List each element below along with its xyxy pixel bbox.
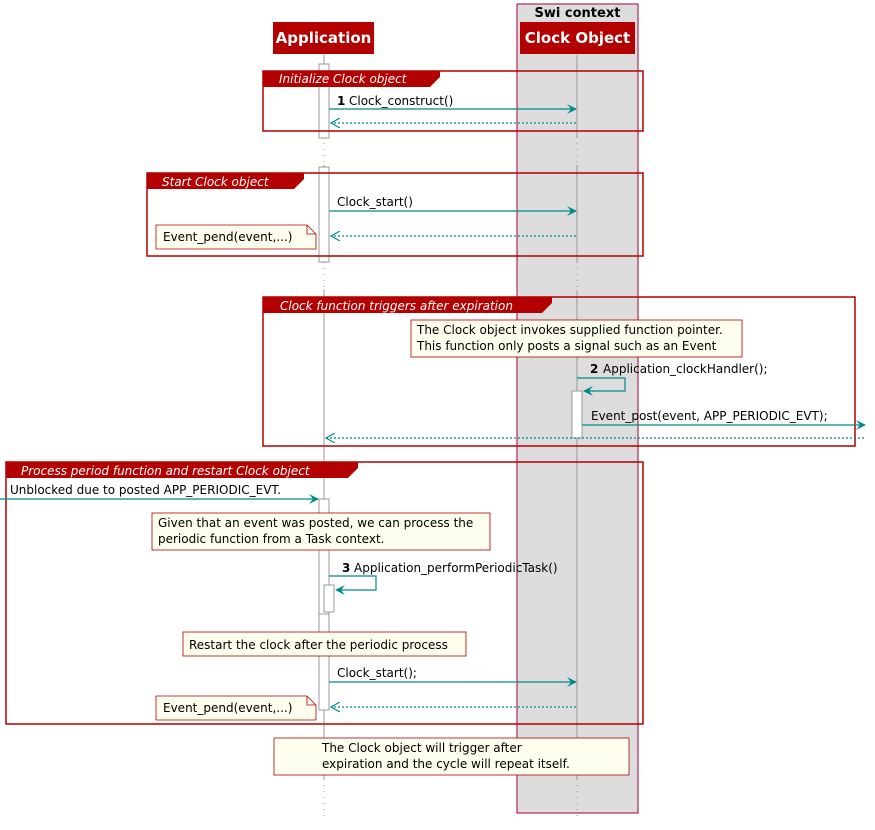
- activation-app-4: [318, 613, 330, 711]
- message-clock-construct: 1 Clock_construct(): [329, 94, 577, 114]
- svg-text:Clock Object: Clock Object: [525, 29, 630, 47]
- activation-clock: [571, 390, 583, 439]
- fragment-start-title: Start Clock object: [162, 175, 270, 189]
- svg-text:Restart the clock after the pe: Restart the clock after the periodic pro…: [189, 638, 448, 652]
- svg-text:expiration and the cycle will: expiration and the cycle will repeat its…: [322, 757, 570, 771]
- svg-text:The Clock object invokes suppl: The Clock object invokes supplied functi…: [416, 323, 723, 337]
- svg-text:Application_clockHandler();: Application_clockHandler();: [603, 362, 768, 376]
- svg-text:periodic function from a Task: periodic function from a Task context.: [158, 532, 384, 546]
- participant-clock-object: Clock Object: [520, 22, 635, 54]
- svg-text:Event_pend(event,...): Event_pend(event,...): [163, 230, 292, 244]
- activation-app-2: [318, 166, 330, 263]
- fragment-start: Start Clock object: [146, 172, 644, 257]
- note-event-pend-1: Event_pend(event,...): [155, 224, 317, 250]
- svg-text:The Clock object will trigger: The Clock object will trigger after: [321, 741, 522, 755]
- svg-text:2: 2: [590, 362, 598, 376]
- note-event-pend-2: Event_pend(event,...): [155, 695, 317, 721]
- fragment-initialize: Initialize Clock object: [262, 70, 644, 132]
- svg-text:Given that an event was posted: Given that an event was posted, we can p…: [158, 516, 473, 530]
- fragment-triggers-title: Clock function triggers after expiration: [280, 299, 513, 313]
- activation-app-nested: [323, 584, 335, 613]
- note-invokes: The Clock object invokes supplied functi…: [410, 319, 743, 358]
- note-given: Given that an event was posted, we can p…: [151, 512, 491, 551]
- participant-application: Application: [273, 22, 374, 54]
- fragment-triggers: Clock function triggers after expiration: [262, 296, 856, 447]
- svg-text:Application_performPeriodicTas: Application_performPeriodicTask(): [354, 561, 558, 575]
- svg-text:Unblocked due to posted APP_PE: Unblocked due to posted APP_PERIODIC_EVT…: [10, 483, 281, 497]
- svg-text:Event_post(event, APP_PERIODIC: Event_post(event, APP_PERIODIC_EVT);: [591, 409, 828, 423]
- message-event-post: Event_post(event, APP_PERIODIC_EVT);: [582, 409, 866, 430]
- svg-text:Clock_start(): Clock_start(): [337, 195, 413, 209]
- fragment-initialize-title: Initialize Clock object: [279, 72, 408, 86]
- svg-text:3: 3: [342, 561, 350, 575]
- svg-text:1: 1: [337, 94, 345, 108]
- svg-text:This function only posts a sig: This function only posts a signal such a…: [416, 339, 717, 353]
- fragment-process: Process period function and restart Cloc…: [5, 461, 644, 725]
- message-clock-handler: 2 Application_clockHandler();: [577, 362, 768, 396]
- message-clock-start: Clock_start(): [329, 195, 577, 216]
- svg-text:Clock_construct(): Clock_construct(): [349, 94, 453, 108]
- svg-text:Clock_start();: Clock_start();: [337, 666, 417, 680]
- message-clock-restart: Clock_start();: [329, 666, 577, 687]
- svg-text:Event_pend(event,...): Event_pend(event,...): [163, 701, 292, 715]
- swi-context-title: Swi context: [535, 6, 621, 21]
- note-restart: Restart the clock after the periodic pro…: [182, 631, 467, 657]
- svg-text:Application: Application: [276, 29, 372, 47]
- activation-app-1: [318, 63, 330, 139]
- message-perform-periodic-task: 3 Application_performPeriodicTask(): [329, 561, 558, 595]
- message-unblocked: Unblocked due to posted APP_PERIODIC_EVT…: [0, 483, 319, 504]
- note-final: The Clock object will trigger after expi…: [273, 737, 630, 776]
- fragment-process-title: Process period function and restart Cloc…: [21, 464, 311, 478]
